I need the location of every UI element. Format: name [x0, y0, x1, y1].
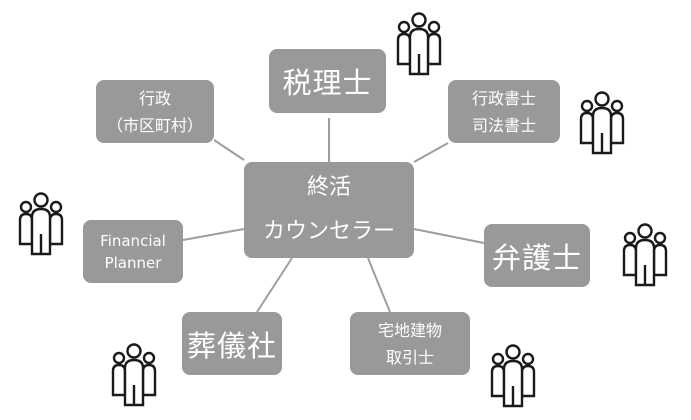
node-administration-line2: （市区町村） [106, 115, 203, 135]
node-real-estate-line1: 宅地建物 [377, 320, 442, 340]
node-tax-accountant-label: 税理士 [282, 66, 373, 100]
node-lawyer: 弁護士 [484, 224, 590, 287]
node-financial-planner-line2: Planner [104, 253, 162, 272]
people-group-icon [396, 12, 442, 76]
node-financial-planner-line1: Financial [100, 231, 166, 250]
node-scriveners-line2: 司法書士 [471, 115, 536, 135]
people-group-icon [579, 91, 625, 155]
center-node-line2: カウンセラー [262, 219, 395, 244]
node-lawyer-label: 弁護士 [491, 240, 582, 275]
node-funeral-company: 葬儀社 [182, 312, 282, 375]
people-group-icon [490, 344, 536, 408]
center-node-end-of-life-counselor: 終活 カウンセラー [244, 162, 414, 258]
node-real-estate-line2: 取引士 [385, 347, 434, 367]
people-group-icon [111, 343, 157, 407]
node-tax-accountant: 税理士 [269, 49, 386, 113]
node-funeral-company-label: 葬儀社 [186, 328, 277, 363]
node-real-estate: 宅地建物 取引士 [350, 312, 470, 375]
node-scriveners-line1: 行政書士 [471, 88, 536, 108]
node-scriveners: 行政書士 司法書士 [448, 80, 560, 143]
node-financial-planner: Financial Planner [83, 220, 183, 283]
people-group-icon [622, 223, 668, 287]
people-group-icon [18, 192, 64, 256]
center-node-line1: 終活 [306, 175, 351, 200]
node-administration-line1: 行政 [138, 88, 171, 108]
node-administration: 行政 （市区町村） [96, 80, 214, 143]
